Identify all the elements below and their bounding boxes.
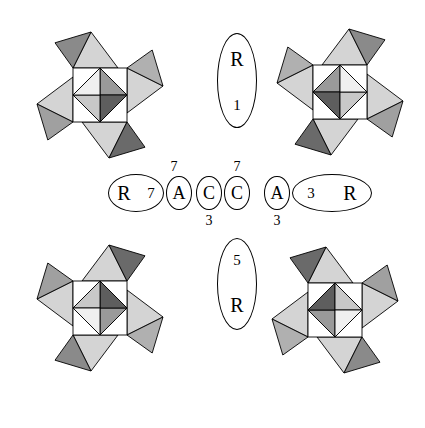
atom-circle: A — [264, 176, 290, 211]
atom-letter: A — [173, 184, 186, 202]
polyhedron-cluster — [37, 245, 163, 371]
polyhedron-cluster — [277, 29, 403, 155]
group-ellipse: 3R — [292, 174, 372, 212]
position-number: 7 — [147, 186, 155, 201]
atom-circle: C — [224, 176, 250, 211]
atom-letter: R — [117, 183, 130, 203]
atom-letter: C — [231, 184, 243, 202]
position-number: 5 — [233, 253, 241, 268]
group-ellipse: R7 — [108, 174, 164, 212]
atom-circle: C — [196, 176, 222, 211]
atom-letter: A — [271, 184, 284, 202]
atom-letter: R — [343, 183, 356, 203]
position-number: 7 — [171, 160, 178, 174]
position-number: 7 — [234, 160, 241, 174]
atom-letter: R — [230, 49, 243, 69]
position-number: 3 — [206, 214, 213, 228]
position-number: 1 — [233, 98, 241, 113]
atom-circle: A — [166, 176, 192, 211]
polyhedron-cluster — [37, 32, 163, 158]
atom-letter: C — [203, 184, 215, 202]
group-ellipse: 5R — [217, 238, 257, 330]
polyhedron-cluster — [272, 247, 398, 373]
position-number: 3 — [307, 186, 315, 201]
group-ellipse: R1 — [217, 33, 257, 128]
atom-letter: R — [230, 295, 243, 315]
position-number: 3 — [274, 214, 281, 228]
